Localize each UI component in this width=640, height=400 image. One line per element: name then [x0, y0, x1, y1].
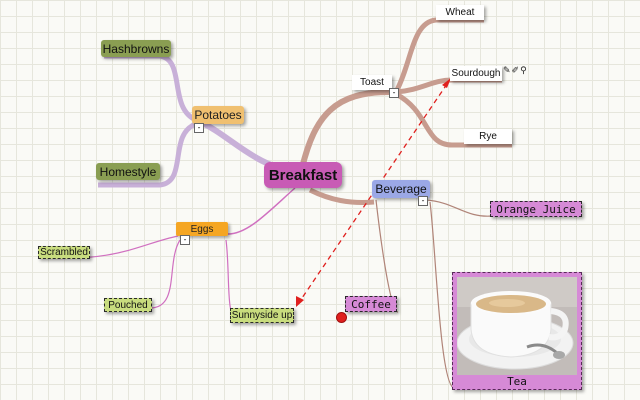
node-toast-label: Toast [360, 77, 384, 88]
link-toast-rye [394, 91, 512, 148]
node-wheat[interactable]: Wheat [436, 5, 484, 20]
collapse-beverage-button[interactable]: - [418, 196, 428, 206]
node-toast[interactable]: Toast [352, 75, 392, 90]
link-toast-wheat [393, 17, 484, 94]
node-eggs-label: Eggs [190, 223, 214, 235]
arrowhead-sourdough [442, 78, 451, 88]
tea-image [457, 277, 577, 375]
node-coffee-label: Coffee [351, 297, 391, 311]
link-potatoes-homestyle [98, 121, 198, 188]
node-poached-label: Pouched [108, 299, 148, 311]
node-sunnyside[interactable]: Sunnyside up [230, 308, 294, 323]
node-rye[interactable]: Rye [464, 129, 512, 144]
node-orange-juice[interactable]: Orange Juice [490, 201, 582, 217]
node-beverage-label: Beverage [375, 182, 427, 196]
node-sunnyside-label: Sunnyside up [231, 310, 293, 321]
root-node[interactable]: Breakfast [264, 162, 342, 188]
node-poached[interactable]: Pouched [104, 298, 152, 312]
node-scrambled-label: Scrambled [40, 247, 88, 258]
node-tea[interactable]: Tea [452, 272, 582, 390]
pencil-icon[interactable]: ✎ [503, 66, 512, 76]
sourdough-edit-toolbar: ✎✐⚲ [503, 66, 528, 76]
link-root-toast [299, 89, 391, 169]
root-node-label: Breakfast [268, 166, 338, 184]
node-beverage[interactable]: Beverage [372, 180, 430, 198]
node-hashbrowns[interactable]: Hashbrowns [101, 40, 171, 57]
node-homestyle-label: Homestyle [99, 164, 157, 179]
link-potatoes-hashbrowns [104, 53, 198, 123]
collapse-eggs-button[interactable]: - [180, 235, 190, 245]
collapse-toast-button[interactable]: - [389, 88, 399, 98]
relationship-connector [299, 83, 448, 302]
collapse-potatoes-button[interactable]: - [194, 123, 204, 133]
node-wheat-label: Wheat [445, 7, 475, 18]
node-potatoes-label: Potatoes [194, 108, 242, 122]
node-homestyle[interactable]: Homestyle [96, 163, 160, 180]
node-sourdough[interactable]: Sourdough [450, 66, 502, 81]
node-hashbrowns-label: Hashbrowns [102, 41, 170, 56]
node-sourdough-label: Sourdough [451, 68, 501, 79]
link-eggs-sunnyside [225, 239, 237, 319]
node-rye-label: Rye [479, 131, 497, 142]
node-tea-label: Tea [507, 375, 527, 388]
node-potatoes[interactable]: Potatoes [192, 106, 244, 124]
connector-handle[interactable] [336, 312, 347, 323]
arrowhead-sunnyside [296, 296, 304, 307]
link-eggs-poached [104, 239, 181, 309]
node-coffee[interactable]: Coffee [345, 296, 397, 312]
link-icon[interactable]: ⚲ [520, 66, 528, 76]
link-root-eggs [227, 187, 296, 235]
node-scrambled[interactable]: Scrambled [38, 246, 90, 259]
link-root-beverage [308, 187, 375, 205]
node-orange-juice-label: Orange Juice [496, 202, 576, 216]
node-eggs[interactable]: Eggs [176, 222, 228, 236]
link-beverage-tea [429, 201, 455, 389]
edit-icon[interactable]: ✐ [511, 66, 521, 76]
